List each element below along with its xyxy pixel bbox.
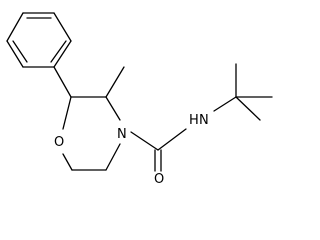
bond: [105, 96, 121, 121]
bond: [62, 153, 73, 171]
chemical-structure-diagram: O N H N O: [6, 12, 273, 185]
phenyl-ring: [6, 12, 72, 68]
amide-nitrogen-hydrogen-label: H: [189, 113, 199, 128]
bond-phenyl-c2: [53, 66, 72, 98]
bond: [6, 40, 24, 68]
bond: [62, 96, 72, 130]
morpholine-ring: [62, 96, 121, 171]
amide-nitrogen-atom-label: N: [199, 113, 209, 128]
bond: [53, 40, 72, 68]
oxygen-atom-label: O: [54, 135, 64, 150]
bond-nh-tbu: [213, 96, 237, 112]
double-bond-inner: [12, 40, 28, 63]
ring-nitrogen-atom-label: N: [117, 127, 127, 142]
bond: [6, 12, 24, 42]
bond: [105, 143, 121, 171]
bond-tbu-methyl: [235, 96, 261, 121]
double-bond-inner: [50, 40, 67, 63]
carbonyl-oxygen-atom-label: O: [154, 172, 164, 185]
bond-n-carbonyl: [130, 131, 159, 151]
structure-svg: O N H N O: [6, 12, 273, 185]
bond: [53, 12, 72, 42]
bond-methyl: [105, 66, 125, 98]
bond-carbonyl-nh: [157, 128, 187, 151]
